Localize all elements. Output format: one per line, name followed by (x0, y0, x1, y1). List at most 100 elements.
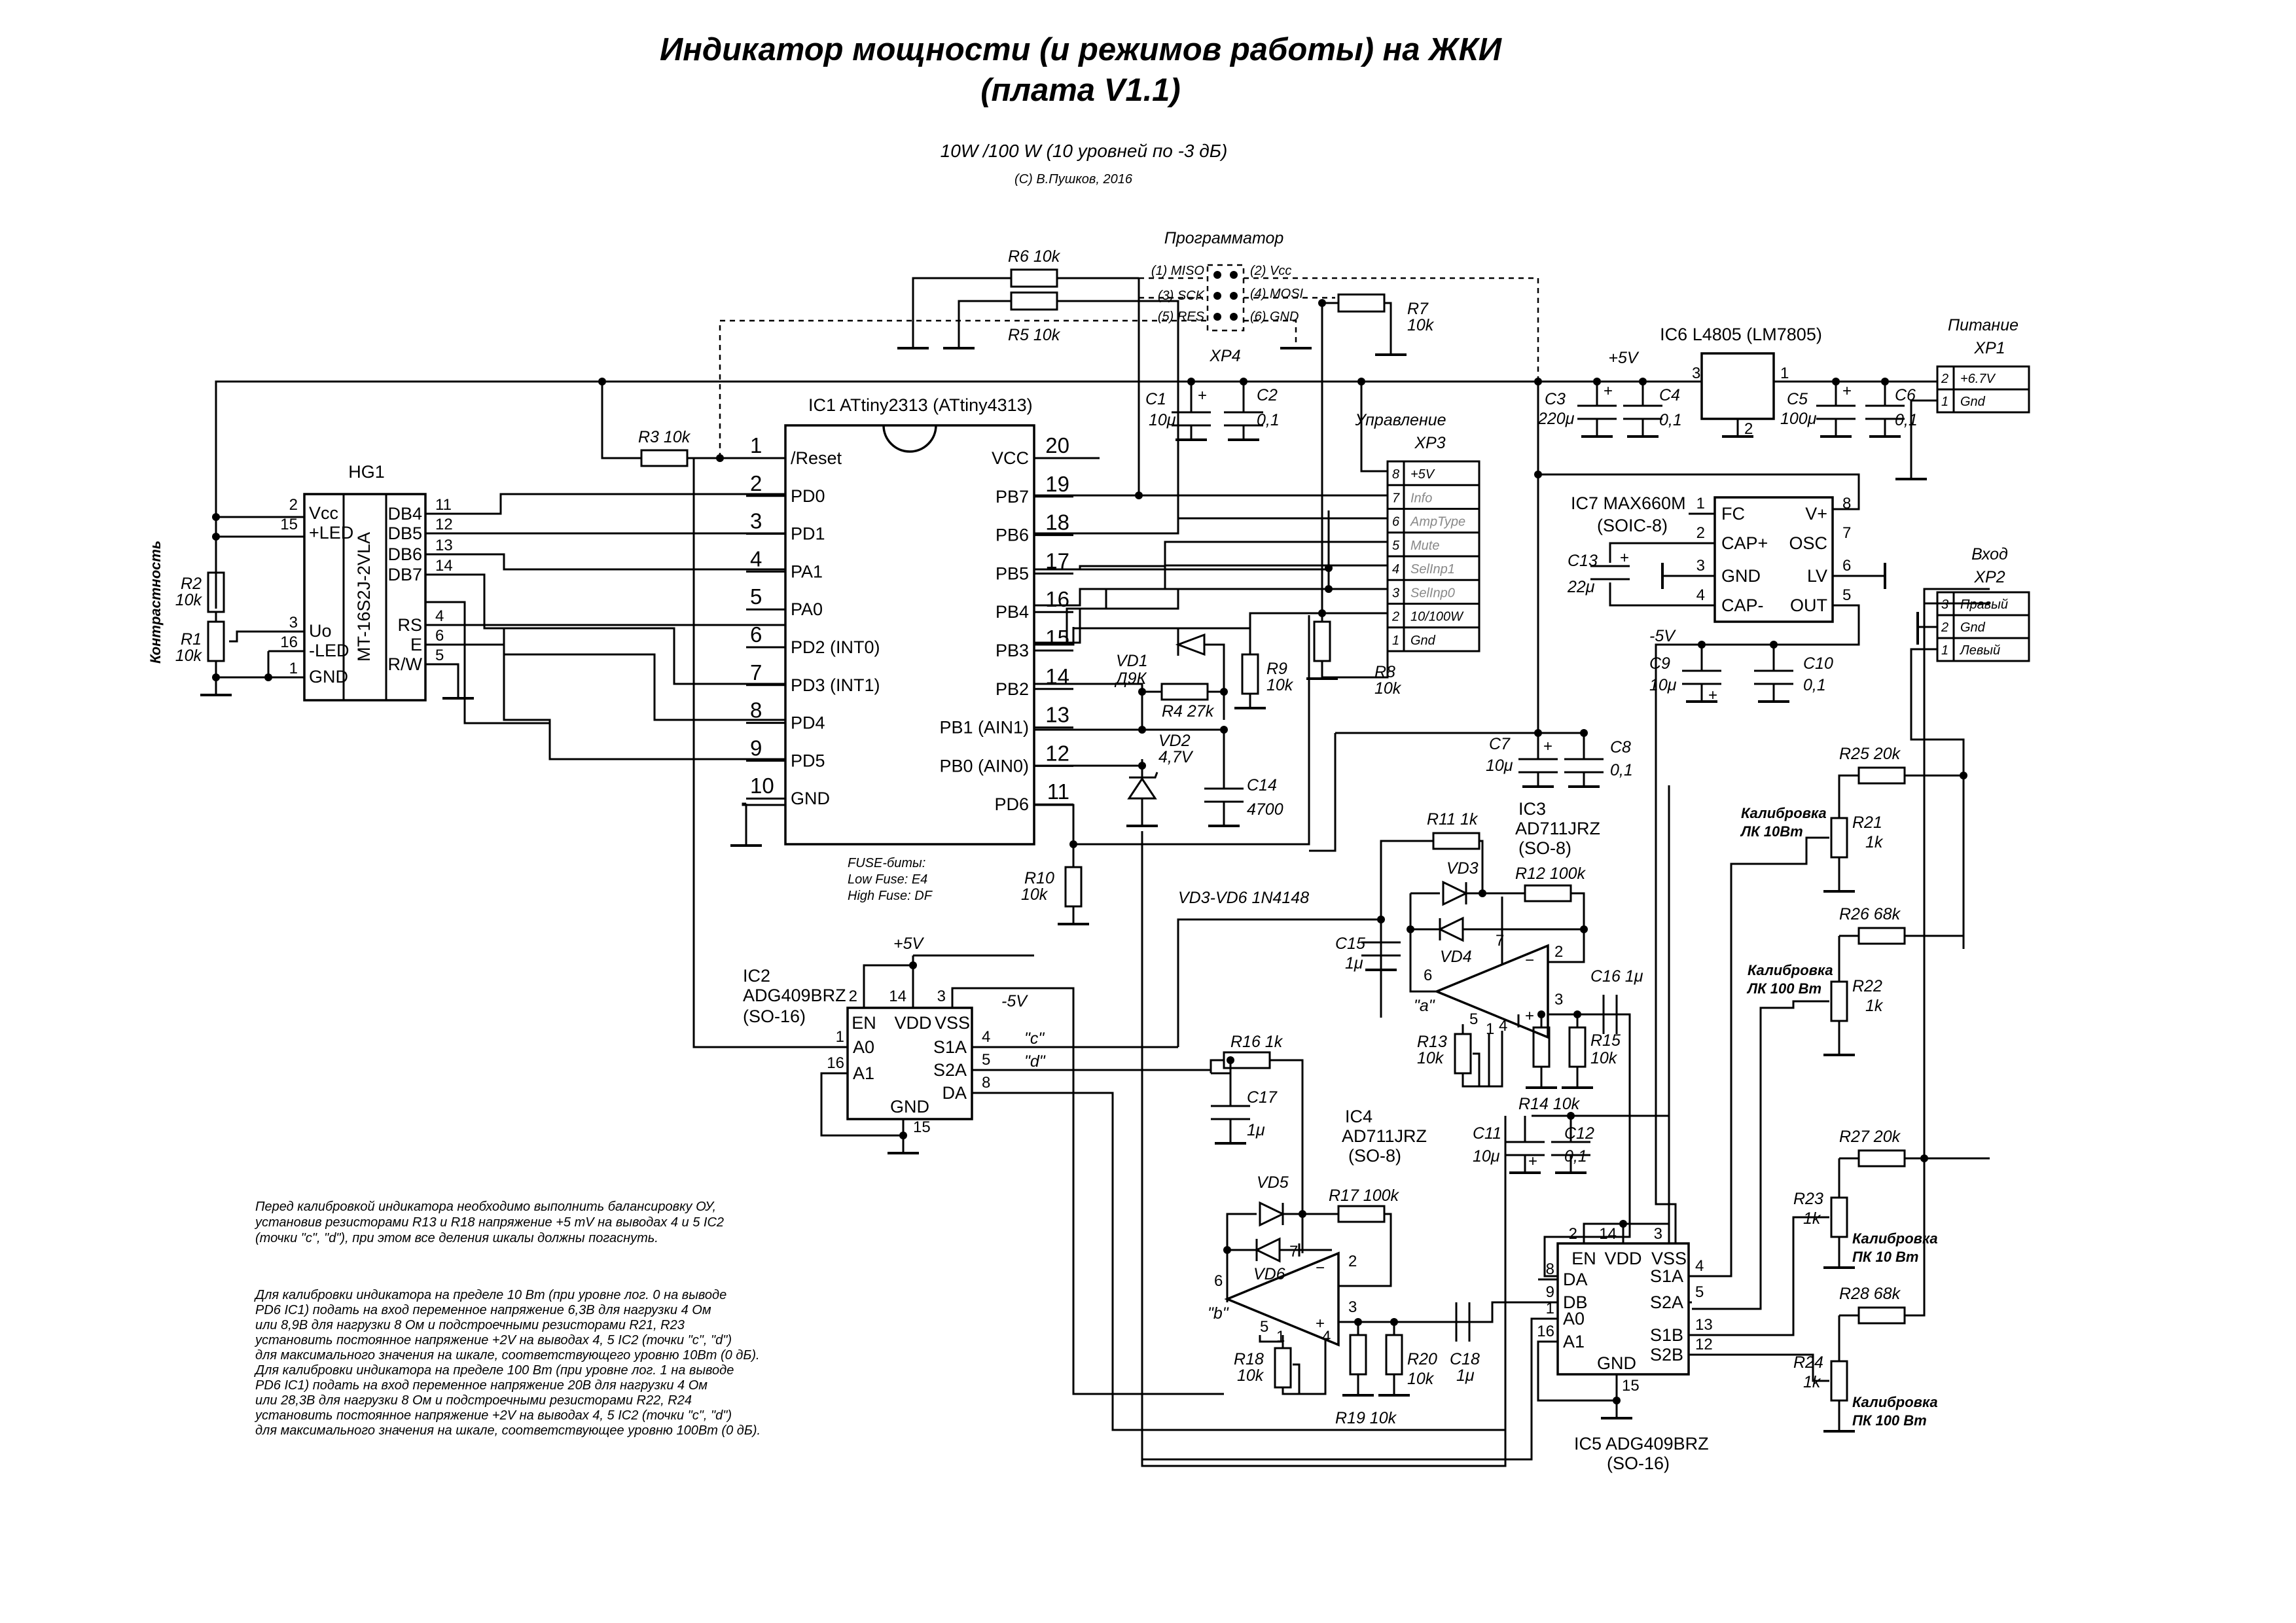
r17-label: R17 100k (1329, 1186, 1400, 1205)
xp4-pin-res: (5) RES (1158, 310, 1205, 324)
ic5-pin-9-label: DB (1563, 1293, 1588, 1312)
xp3-pin-7-label: Info (1410, 491, 1432, 505)
vd3-label: VD3 (1446, 859, 1479, 878)
ic1-pin-8-num: 8 (750, 698, 762, 722)
svg-text:12: 12 (1695, 1336, 1713, 1353)
resistor-r8 (1313, 620, 1331, 662)
capacitor-c1: + C1 10μ (1145, 382, 1211, 441)
svg-text:1: 1 (1941, 643, 1948, 658)
svg-text:9: 9 (1546, 1283, 1554, 1301)
svg-text:6: 6 (1842, 557, 1851, 575)
r5-label: R5 10k (1008, 326, 1061, 344)
capacitor-c17: C17 1μ (1211, 1060, 1278, 1145)
xp3-pin-6-num: 6 (1392, 515, 1400, 529)
svg-text:4: 4 (982, 1028, 990, 1046)
ic1-pin-8-label: PD4 (791, 713, 825, 733)
ic5-pin-5-label: S2A (1650, 1293, 1683, 1312)
r1-label: R1 (181, 630, 202, 649)
xp3-pin-3-label: SelInp0 (1410, 586, 1455, 600)
ic7-pin-3-label: GND (1721, 566, 1761, 586)
ic4-package: (SO-8) (1348, 1146, 1401, 1166)
svg-text:7: 7 (1289, 1243, 1298, 1260)
capacitor-c12: C12 0,1 (1551, 1112, 1594, 1174)
resistor-r13 (1454, 1033, 1472, 1075)
ic7-name: IC7 MAX660M (1571, 493, 1686, 513)
r9-value: 10k (1266, 676, 1294, 694)
sig-d: "d" (1024, 1052, 1046, 1071)
ic4-name: IC4 (1345, 1107, 1372, 1126)
svg-text:3: 3 (1941, 597, 1948, 612)
svg-text:2: 2 (1348, 1253, 1357, 1270)
xp3-pin-5-num: 5 (1392, 539, 1400, 553)
ic1-pin-19-label: PB7 (996, 487, 1029, 507)
ic1-pin-2-num: 2 (750, 471, 762, 495)
capacitor-c4: C4 0,1 (1623, 382, 1682, 438)
resistor-r27 (1857, 1149, 1906, 1168)
xp1-pin-gnd: Gnd (1960, 395, 1986, 409)
r18-value: 10k (1237, 1366, 1265, 1385)
hg1-pin-6-label: E (410, 635, 422, 654)
svg-text:+: + (1525, 1007, 1534, 1025)
r7-label: R7 (1407, 300, 1429, 318)
svg-text:5: 5 (1469, 1010, 1478, 1028)
resistor-r5: R5 10k (942, 291, 1139, 349)
hg1-model: MT-16S2J-2VLA (354, 532, 374, 662)
note1-line2: установив резисторами R13 и R18 напряжен… (254, 1215, 724, 1230)
ic7-pin-2-label: CAP+ (1721, 533, 1768, 553)
c6-value: 0,1 (1895, 411, 1918, 429)
c1-value: 10μ (1149, 411, 1176, 429)
resistor-r10 (1064, 866, 1083, 908)
ic3-name: IC3 (1518, 799, 1546, 819)
c8-value: 0,1 (1610, 761, 1633, 779)
ic1-pin-4-label: PA1 (791, 562, 823, 581)
ic1-pin-1-label: /Reset (791, 448, 842, 468)
svg-text:5: 5 (1695, 1283, 1704, 1301)
ic1-pin-20-label: VCC (992, 448, 1029, 468)
fuse-low: Low Fuse: E4 (848, 872, 927, 887)
r23-value: 1k (1803, 1209, 1821, 1228)
svg-text:2: 2 (1554, 943, 1563, 961)
note2-line1: Для калибровки индикатора на пределе 10 … (254, 1288, 726, 1302)
svg-text:15: 15 (1622, 1377, 1640, 1395)
rail-minus5v: -5V (1649, 627, 1676, 645)
ic5-pin-12-label: S2B (1650, 1345, 1683, 1364)
r28-label: R28 68k (1839, 1285, 1901, 1303)
ic7-pin-6-label: LV (1807, 566, 1827, 586)
xp3-pin-5-label: Mute (1410, 539, 1439, 553)
ic1-pin-9-num: 9 (750, 736, 762, 760)
c11-label: C11 (1473, 1124, 1501, 1143)
c4-label: C4 (1659, 386, 1680, 404)
capacitor-c3: + C3 220μ (1537, 382, 1617, 438)
r12-label: R12 100k (1515, 865, 1587, 883)
programmer-title: Программатор (1164, 229, 1284, 247)
c14-value: 4700 (1247, 800, 1283, 819)
svg-text:+: + (1842, 382, 1852, 400)
ic1-pin-15-label: PB3 (996, 641, 1029, 660)
c18-label: C18 (1450, 1350, 1480, 1368)
c3-label: C3 (1545, 390, 1566, 408)
c8-label: C8 (1610, 738, 1631, 757)
ic1-pin-20-num: 20 (1045, 433, 1069, 457)
ic2-name: IC2 (743, 966, 770, 986)
capacitor-c5: + C5 100μ (1780, 378, 1856, 438)
svg-text:+: + (1604, 382, 1613, 400)
r3-label: R3 10k (638, 428, 691, 446)
svg-text:3: 3 (1654, 1225, 1662, 1243)
resistor-r9 (1241, 653, 1259, 695)
ic1-pin-1-num: 1 (750, 433, 762, 457)
note2-line5: для максимального значения на шкале, соо… (255, 1348, 760, 1363)
svg-text:+: + (1528, 1152, 1537, 1170)
r22-label: R22 (1852, 977, 1882, 995)
resistor-r17 (1337, 1205, 1386, 1223)
c13-value: 22μ (1567, 578, 1595, 596)
hg1-pin-15-num: 15 (280, 516, 298, 533)
hg1-pin-11-label: DB4 (387, 504, 422, 524)
svg-text:16: 16 (827, 1054, 844, 1072)
ic7-max660: IC7 MAX660M (SOIC-8) 1FC2CAP+3GND4CAP-8V… (1571, 493, 1851, 623)
xp2-ref: XP2 (1973, 568, 2005, 586)
xp1-pin-plus: +6.7V (1960, 372, 1996, 386)
note1-line1: Перед калибровкой индикатора необходимо … (255, 1200, 716, 1214)
ic7-pin-7-label: OSC (1789, 533, 1827, 553)
ic5-pin-13-label: S1B (1650, 1325, 1683, 1345)
